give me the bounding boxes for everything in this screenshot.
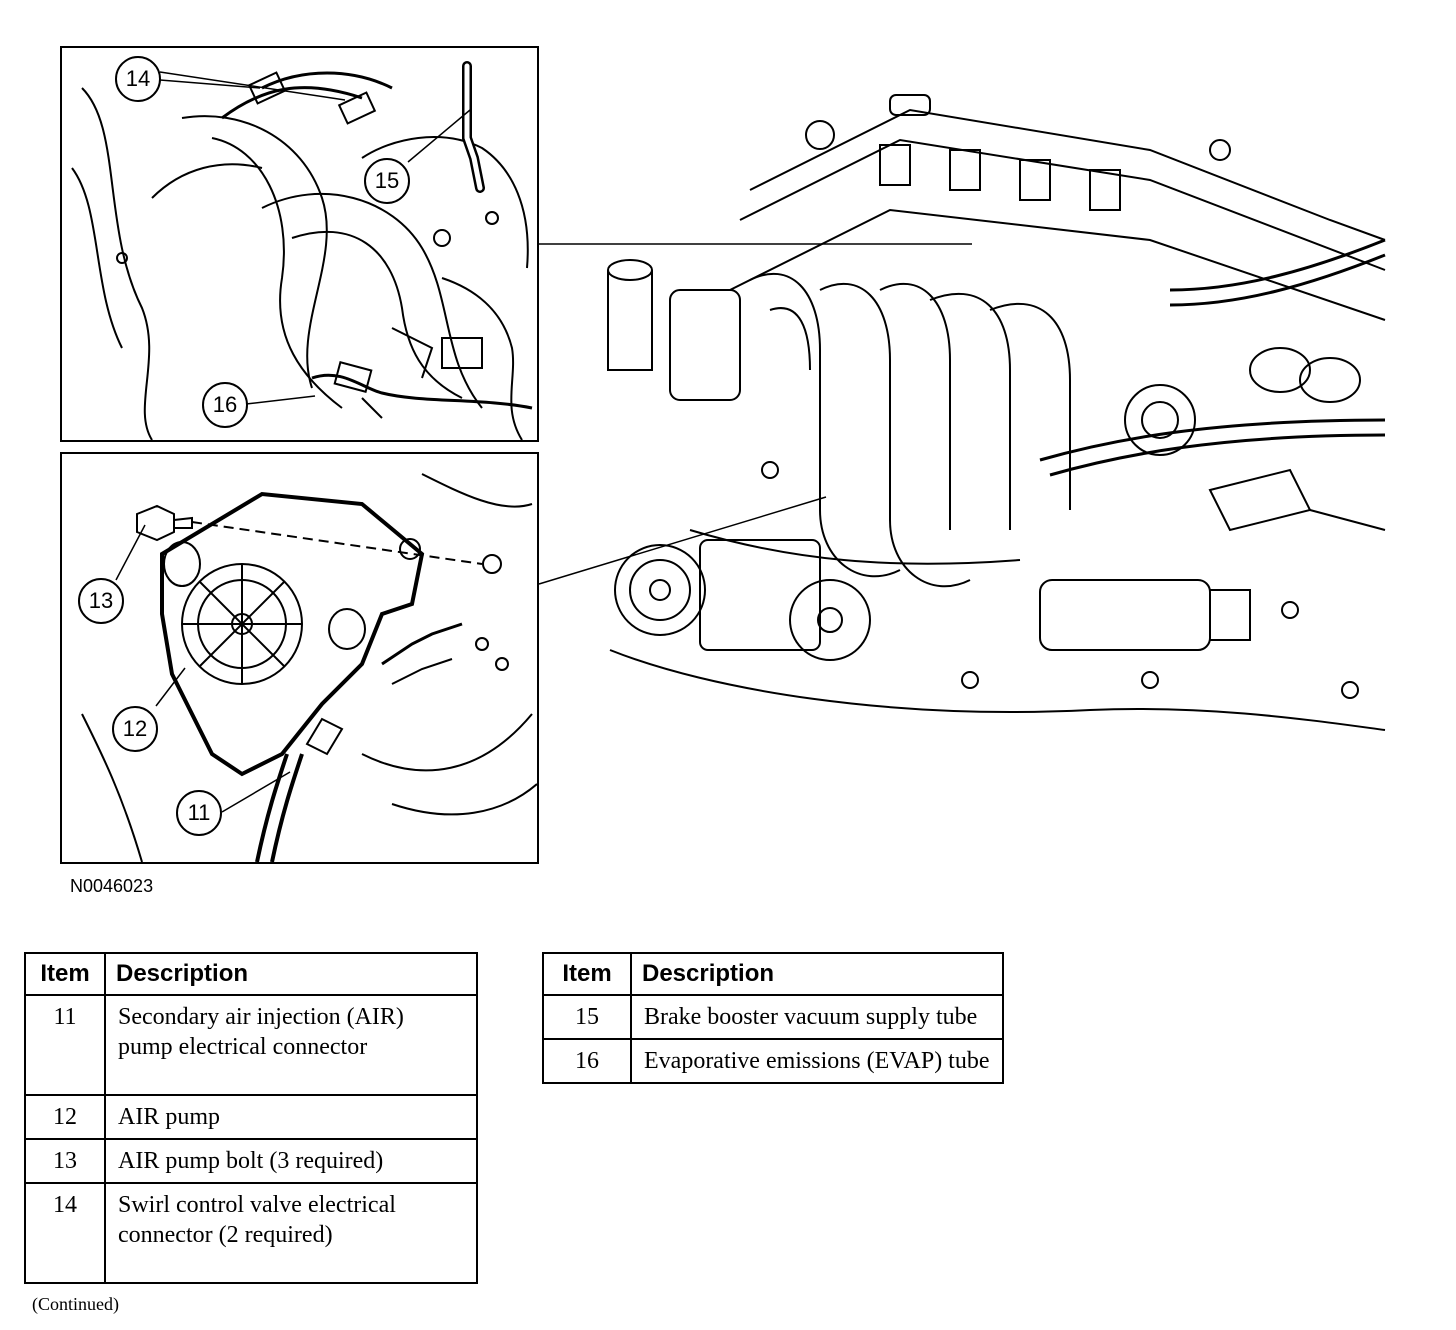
item-number: 11 <box>24 994 106 1096</box>
figure-id: N0046023 <box>70 876 154 896</box>
table-row: 13 AIR pump bolt (3 required) <box>24 1138 478 1184</box>
table-row: 14 Swirl control valve electrical connec… <box>24 1182 478 1284</box>
item-description: Evaporative emissions (EVAP) tube <box>630 1038 1004 1084</box>
detail-view-bottom <box>60 452 539 864</box>
item-number: 14 <box>24 1182 106 1284</box>
table-row: 16 Evaporative emissions (EVAP) tube <box>542 1038 1004 1084</box>
callout-12: 12 <box>112 706 158 752</box>
callout-14: 14 <box>115 56 161 102</box>
item-description: Secondary air injection (AIR) pump elect… <box>104 994 478 1096</box>
item-number: 12 <box>24 1094 106 1140</box>
header-description: Description <box>104 952 478 996</box>
table-row: 11 Secondary air injection (AIR) pump el… <box>24 994 478 1096</box>
item-description: Brake booster vacuum supply tube <box>630 994 1004 1040</box>
callout-13: 13 <box>78 578 124 624</box>
table-row: 15 Brake booster vacuum supply tube <box>542 994 1004 1040</box>
header-item: Item <box>542 952 632 996</box>
legend-table-right: Item Description 15 Brake booster vacuum… <box>542 952 1004 1084</box>
item-description: Swirl control valve electrical connector… <box>104 1182 478 1284</box>
callout-11: 11 <box>176 790 222 836</box>
engine-overview-drawing <box>590 90 1390 740</box>
legend-header-row: Item Description <box>24 952 478 996</box>
engine-line-art <box>607 94 1386 731</box>
intake-manifold-detail-drawing <box>71 61 533 440</box>
header-item: Item <box>24 952 106 996</box>
detail-view-top <box>60 46 539 442</box>
continued-note: (Continued) <box>32 1294 119 1314</box>
item-description: AIR pump <box>104 1094 478 1140</box>
item-number: 16 <box>542 1038 632 1084</box>
item-number: 15 <box>542 994 632 1040</box>
legend-table-left: Item Description 11 Secondary air inject… <box>24 952 478 1284</box>
header-description: Description <box>630 952 1004 996</box>
legend-header-row: Item Description <box>542 952 1004 996</box>
table-row: 12 AIR pump <box>24 1094 478 1140</box>
air-pump-detail-drawing <box>81 473 537 862</box>
callout-16: 16 <box>202 382 248 428</box>
item-number: 13 <box>24 1138 106 1184</box>
item-description: AIR pump bolt (3 required) <box>104 1138 478 1184</box>
callout-15: 15 <box>364 158 410 204</box>
